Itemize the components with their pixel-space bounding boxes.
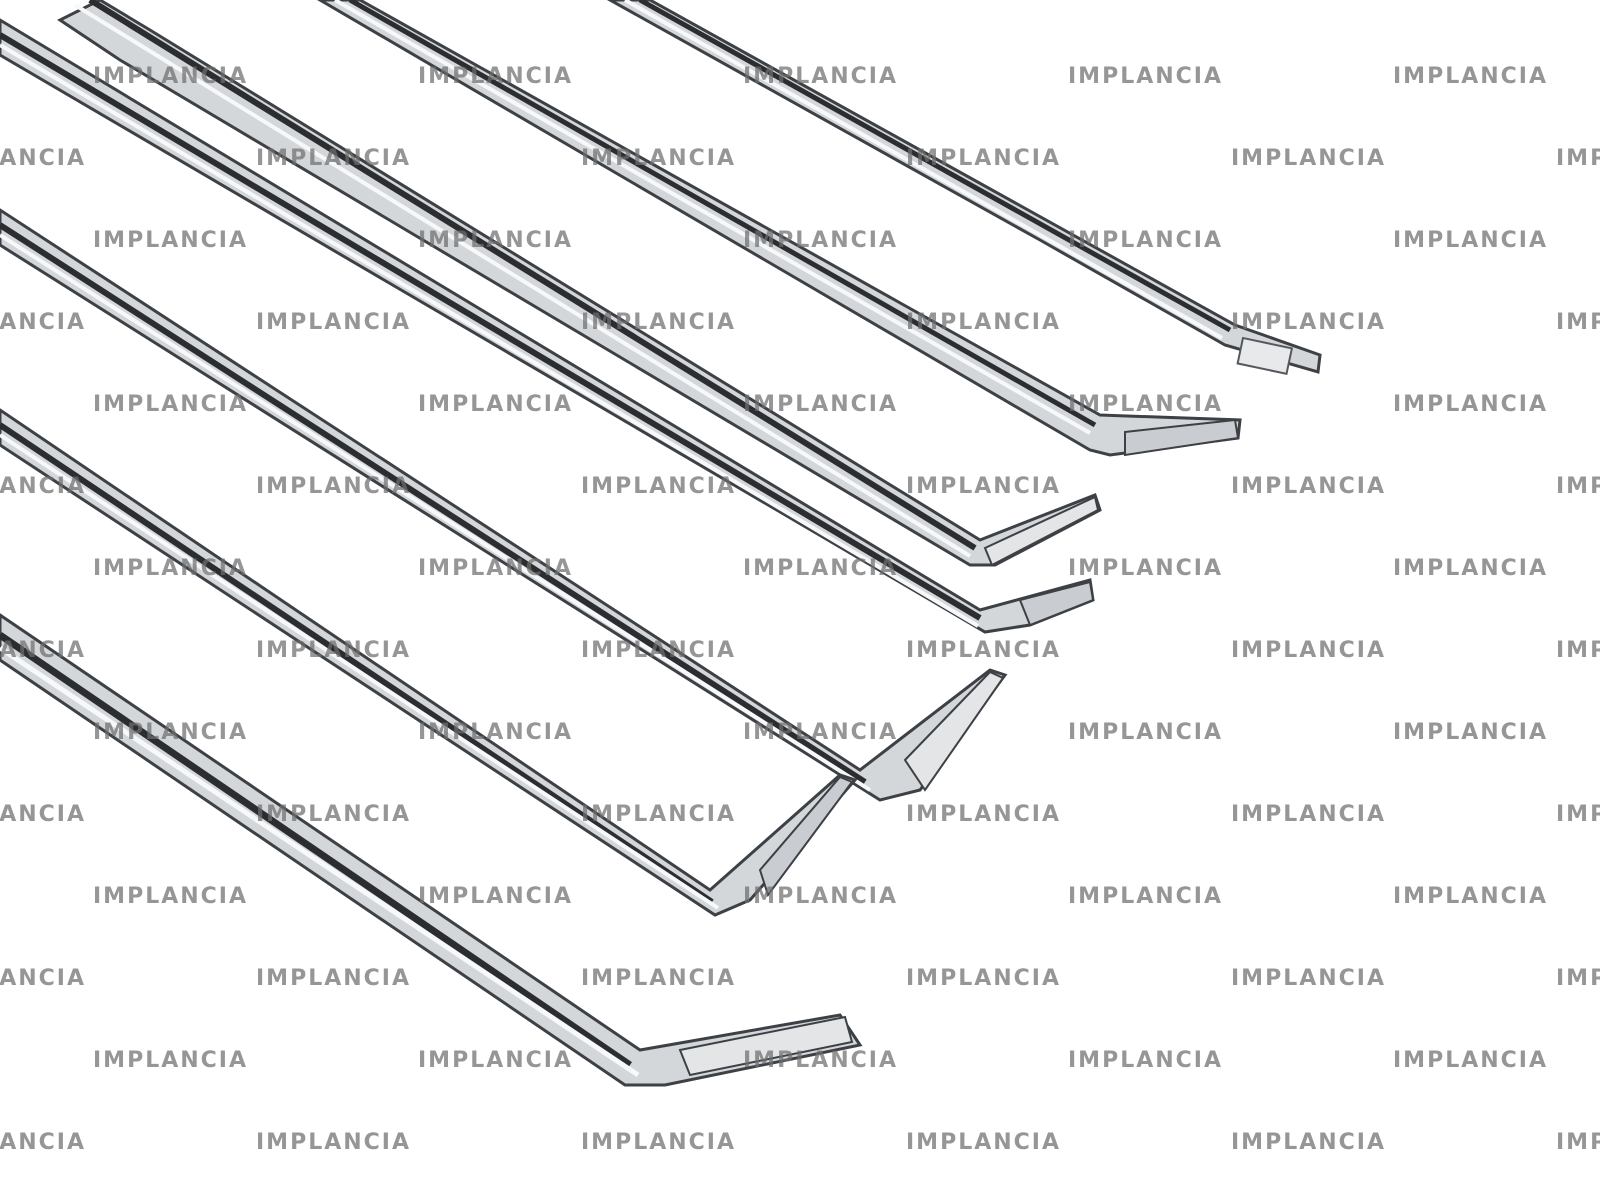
instrument-1: [606, 0, 1322, 376]
instrument-2: [317, 0, 1242, 457]
instrument-3: [57, 0, 1102, 567]
instrument-4: [0, 18, 1095, 634]
instrument-6: [0, 408, 858, 917]
instrument-5: [0, 208, 1008, 802]
instrument-7: [0, 613, 863, 1087]
